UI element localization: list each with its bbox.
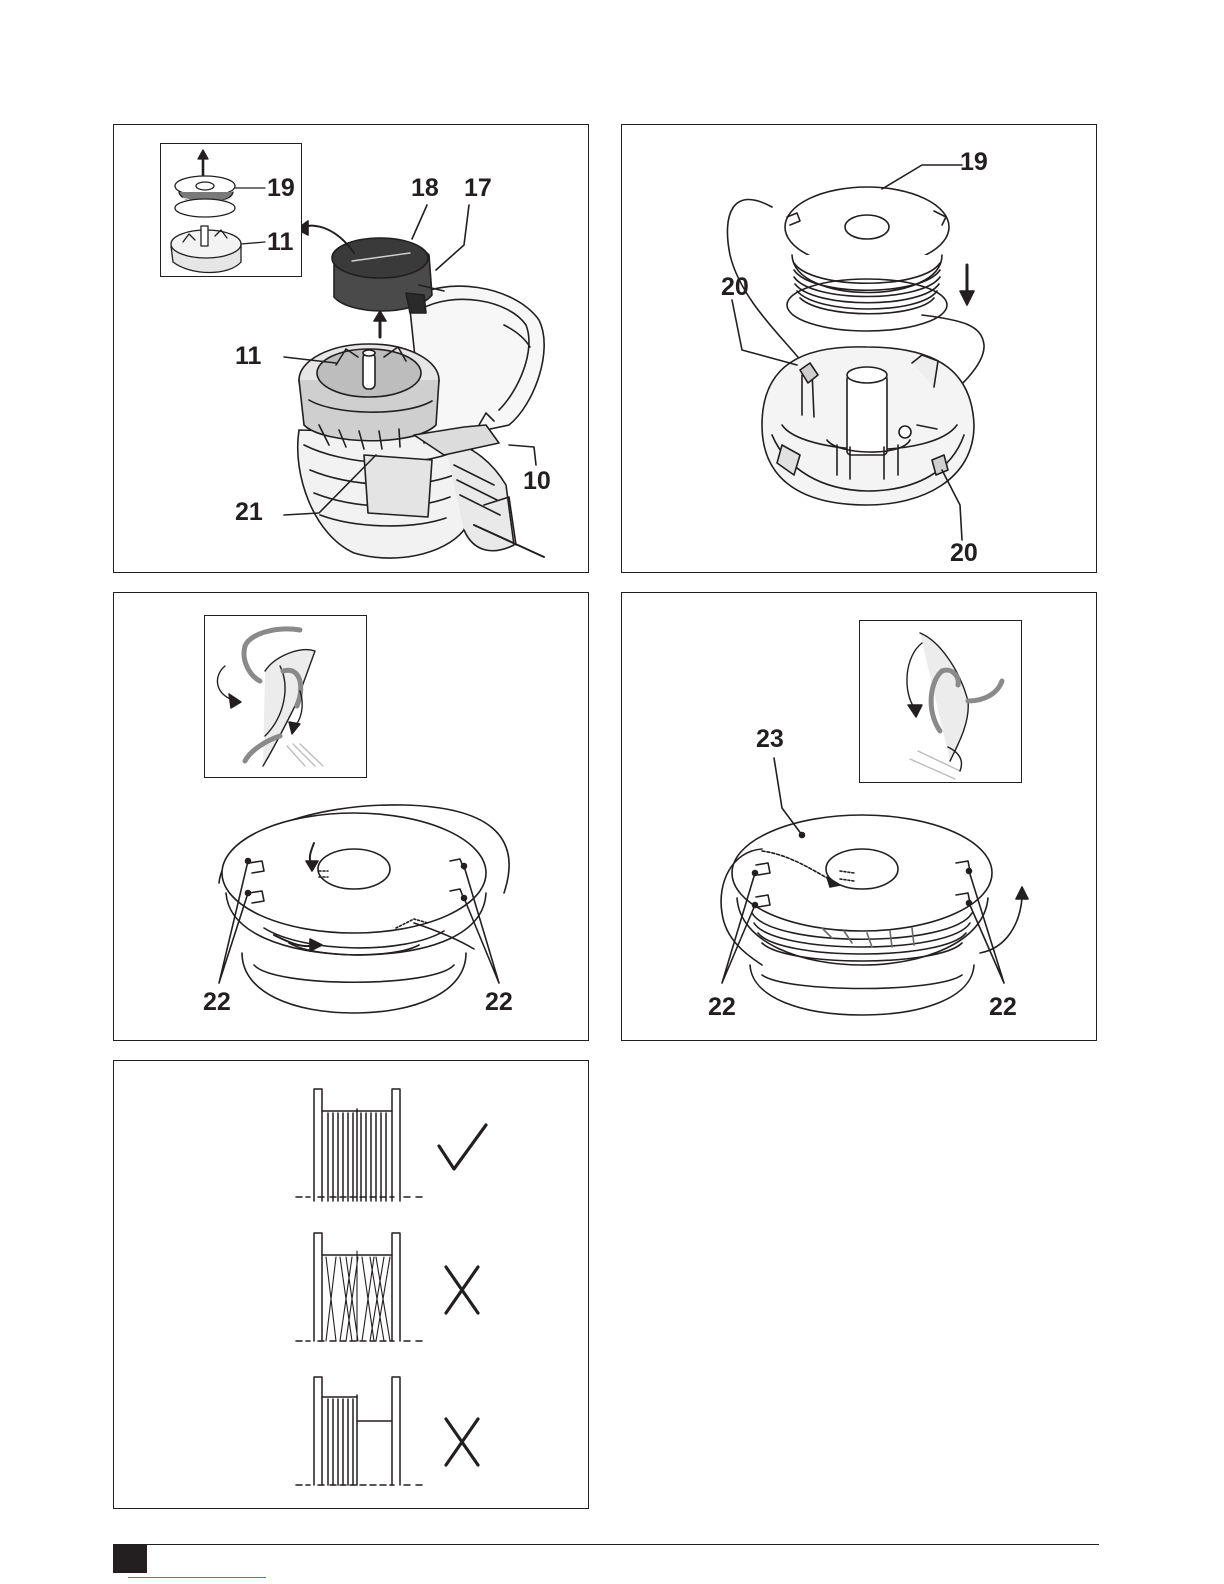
callout-23: 23 bbox=[756, 727, 784, 752]
inset-line-slot-detail bbox=[859, 620, 1022, 783]
callout-19-inset: 19 bbox=[267, 176, 295, 201]
callout-17: 17 bbox=[464, 176, 492, 201]
winding-row-correct bbox=[296, 1089, 486, 1201]
inset-spool-drawing bbox=[161, 144, 303, 278]
callout-10: 10 bbox=[523, 469, 551, 494]
winding-row-one-sided bbox=[296, 1377, 478, 1485]
callout-20-bottom: 20 bbox=[950, 541, 978, 566]
hook-detail-drawing bbox=[205, 616, 368, 779]
callout-21: 21 bbox=[235, 500, 263, 525]
footer-link-underline bbox=[128, 1577, 266, 1578]
callout-22-left: 22 bbox=[708, 995, 736, 1020]
callout-20-top: 20 bbox=[721, 275, 749, 300]
callout-22-left: 22 bbox=[203, 990, 231, 1015]
figure-line-securing: 22 22 bbox=[113, 592, 589, 1041]
figure-winding-quality bbox=[113, 1060, 589, 1509]
inset-line-hook-detail bbox=[204, 615, 367, 778]
callout-11: 11 bbox=[235, 344, 261, 369]
callout-11-inset: 11 bbox=[267, 230, 293, 255]
callout-18: 18 bbox=[411, 176, 439, 201]
slot-detail-drawing bbox=[860, 621, 1023, 784]
figure-spool-removal: 19 11 18 17 11 10 21 bbox=[113, 124, 589, 573]
footer-rule bbox=[113, 1544, 1099, 1545]
inset-spool-and-holder bbox=[160, 143, 302, 277]
cross-mark-icon bbox=[446, 1419, 478, 1465]
cross-mark-icon bbox=[446, 1267, 478, 1313]
spool-insertion-drawing bbox=[622, 125, 1098, 574]
winding-row-crossed bbox=[296, 1233, 478, 1341]
callout-19: 19 bbox=[960, 150, 988, 175]
callout-22-right: 22 bbox=[989, 995, 1017, 1020]
callout-22-right: 22 bbox=[485, 990, 513, 1015]
page-marker-block bbox=[113, 1545, 147, 1573]
check-mark-icon bbox=[439, 1125, 486, 1169]
figure-spool-insertion: 19 20 20 bbox=[621, 124, 1097, 573]
winding-quality-drawing bbox=[114, 1061, 590, 1510]
figure-line-winding: 23 22 22 bbox=[621, 592, 1097, 1041]
